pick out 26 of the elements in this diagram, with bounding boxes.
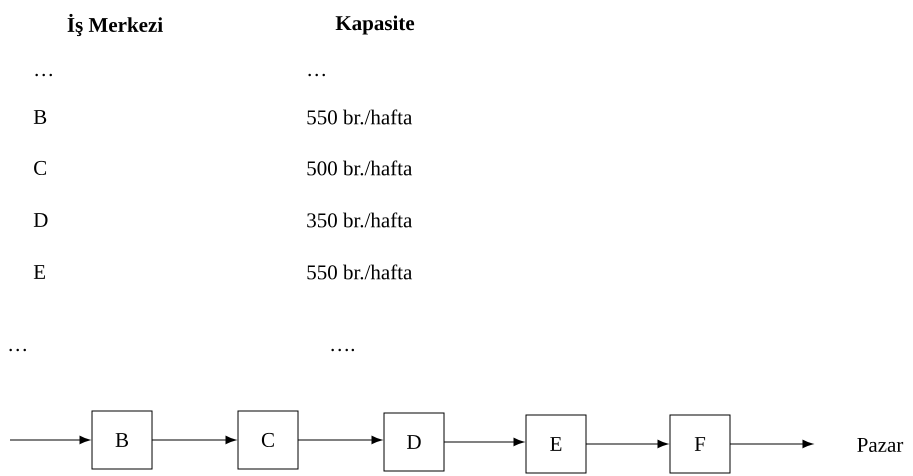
- table-cell: 500 br./hafta: [307, 160, 412, 176]
- arrow: [298, 436, 382, 444]
- table-cell: 550 br./hafta: [307, 109, 412, 125]
- table-cell: C: [34, 160, 46, 176]
- process-box: D: [384, 412, 444, 472]
- table-cell: B: [34, 110, 46, 124]
- table-cell: D: [34, 213, 48, 227]
- arrow: [152, 436, 236, 444]
- destination-label: Pazar: [857, 438, 904, 452]
- arrow: [586, 440, 668, 448]
- table-cell: 550 br./hafta: [307, 264, 412, 280]
- ellipsis: …: [308, 74, 325, 76]
- table-cell: E: [34, 265, 45, 279]
- ellipsis: …: [9, 348, 26, 352]
- arrow: [730, 440, 813, 448]
- arrow: [444, 438, 524, 446]
- ellipsis: ….: [331, 348, 354, 352]
- column-header: Kapasite: [336, 15, 414, 34]
- process-box: E: [526, 414, 586, 474]
- process-box: C: [238, 410, 298, 470]
- process-box: B: [92, 410, 152, 470]
- arrow: [10, 436, 90, 444]
- table-cell: 350 br./hafta: [307, 212, 412, 228]
- ellipsis: …: [35, 74, 52, 76]
- column-header: İş Merkezi: [68, 14, 163, 36]
- process-box: F: [670, 414, 730, 474]
